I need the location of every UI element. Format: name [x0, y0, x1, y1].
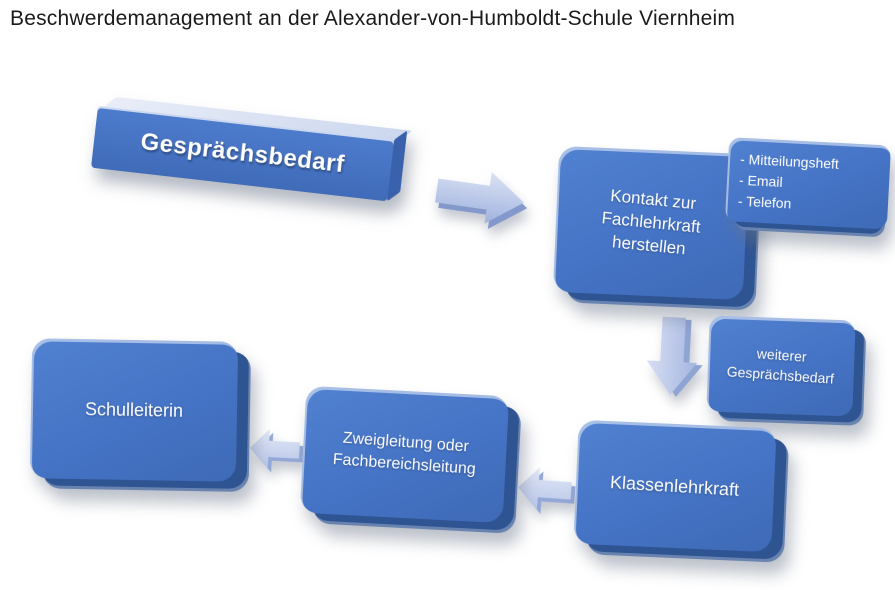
channel-item: - Telefon: [737, 192, 792, 211]
arrow-zweig-to-schulleiterin: [246, 425, 305, 478]
node-zweigleitung-fachbereichsleitung: Zweigleitung oder Fachbereichsleitung: [299, 385, 522, 534]
box-face: Zweigleitung oder Fachbereichsleitung: [299, 385, 510, 524]
arrow-gespraech-to-kontakt: [432, 162, 534, 236]
node-label: Gesprächsbedarf: [139, 128, 346, 179]
arrow-body: [518, 467, 572, 510]
node-weiterer-gespraechsbedarf: weiterer Gesprächsbedarf: [706, 315, 867, 426]
box-face: Klassenlehrkraft: [573, 419, 777, 553]
arrow-klassen-to-zweig: [513, 462, 577, 520]
node-label: Klassenlehrkraft: [610, 471, 741, 500]
box-face: - Mitteilungsheft - Email - Telefon: [724, 137, 892, 230]
node-gespraechsbedarf: Gesprächsbedarf: [90, 96, 413, 202]
node-schulleiterin: Schulleiterin: [29, 338, 252, 493]
node-kontaktwege: - Mitteilungsheft - Email - Telefon: [724, 137, 892, 238]
box-face: weiterer Gesprächsbedarf: [706, 315, 856, 417]
arrow-body: [249, 429, 300, 469]
node-label: Kontakt zur Fachlehrkraft herstellen: [600, 185, 702, 258]
arrow-body: [646, 316, 698, 395]
node-label: Zweigleitung oder Fachbereichsleitung: [331, 429, 476, 479]
box-face: Kontakt zur Fachlehrkraft herstellen: [552, 145, 750, 301]
channel-item: - Email: [738, 171, 784, 190]
arrow-body: [435, 171, 524, 224]
arrow-kontakt-down: [642, 314, 708, 401]
node-klassenlehrkraft: Klassenlehrkraft: [573, 419, 790, 563]
node-label: weiterer Gesprächsbedarf: [726, 345, 835, 387]
node-kontakt-fachlehrkraft: Kontakt zur Fachlehrkraft herstellen: [552, 145, 762, 311]
node-label: Schulleiterin: [84, 398, 184, 421]
diagram-title: Beschwerdemanagement an der Alexander-vo…: [10, 7, 736, 30]
box-face: Schulleiterin: [29, 338, 239, 482]
